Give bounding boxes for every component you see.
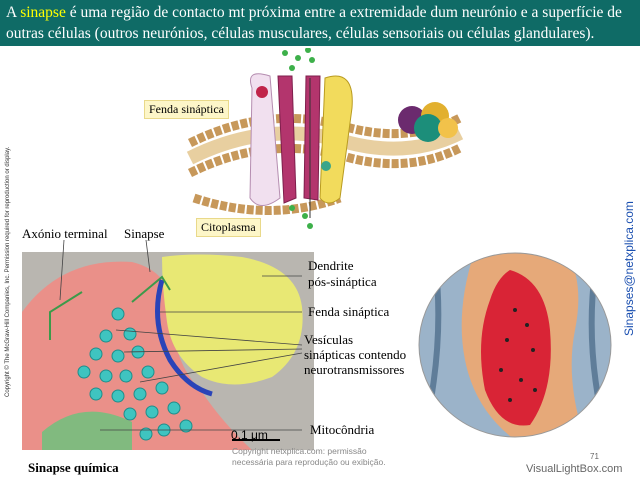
membrane-illustration <box>186 48 464 229</box>
label-cleft-top: Fenda sináptica <box>144 100 229 119</box>
green-bracket-left <box>49 291 83 340</box>
synapse-micrograph <box>22 252 314 450</box>
membrane-protein-cluster <box>398 102 458 142</box>
label-mitochondria: Mitocôndria <box>310 422 375 437</box>
neurotransmitter-dots <box>282 48 315 229</box>
axon-region-red <box>481 270 551 426</box>
scale-label: 0,1 μm <box>231 428 268 442</box>
caption: Sinapse química <box>28 460 119 475</box>
synaptic-vesicles <box>77 307 193 441</box>
label-vesicles-2: sinápticas contendo <box>304 347 407 362</box>
cleft-line <box>155 279 213 397</box>
circular-micrograph <box>418 252 612 438</box>
header-prefix: A <box>6 4 21 21</box>
label-vesicles-1: Vesículas <box>304 332 354 347</box>
credit-text: Copyright netxplica.com: permissão neces… <box>232 446 386 468</box>
page-number: 71 <box>590 452 599 461</box>
label-cytoplasm: Citoplasma <box>196 218 261 237</box>
label-axon-terminal: Axónio terminal <box>22 226 108 241</box>
dendrite-region <box>162 254 303 385</box>
header-highlight: sinapse <box>20 4 66 21</box>
credit-line-2: necessária para reprodução ou exibição. <box>232 457 386 467</box>
label-cleft: Fenda sináptica <box>308 304 390 319</box>
receptor-channel <box>249 73 353 206</box>
vesicle-dots <box>499 308 537 402</box>
label-vesicles-3: neurotransmissores <box>304 362 405 377</box>
label-synapse: Sinapse <box>124 226 165 241</box>
label-dendrite-1: Dendrite <box>308 258 354 273</box>
header-bar: A sinapse é uma região de contacto mt pr… <box>0 0 640 46</box>
site-credit[interactable]: VisualLightBox.com <box>526 463 623 475</box>
label-dendrite-2: pós-sináptica <box>308 274 377 289</box>
mitochondrion <box>42 411 132 450</box>
green-bracket-right <box>131 275 171 303</box>
credit-line-1: Copyright netxplica.com: permissão <box>232 446 367 456</box>
header-text: A sinapse é uma região de contacto mt pr… <box>6 2 636 44</box>
header-rest: é uma região de contacto mt próxima entr… <box>6 4 622 42</box>
